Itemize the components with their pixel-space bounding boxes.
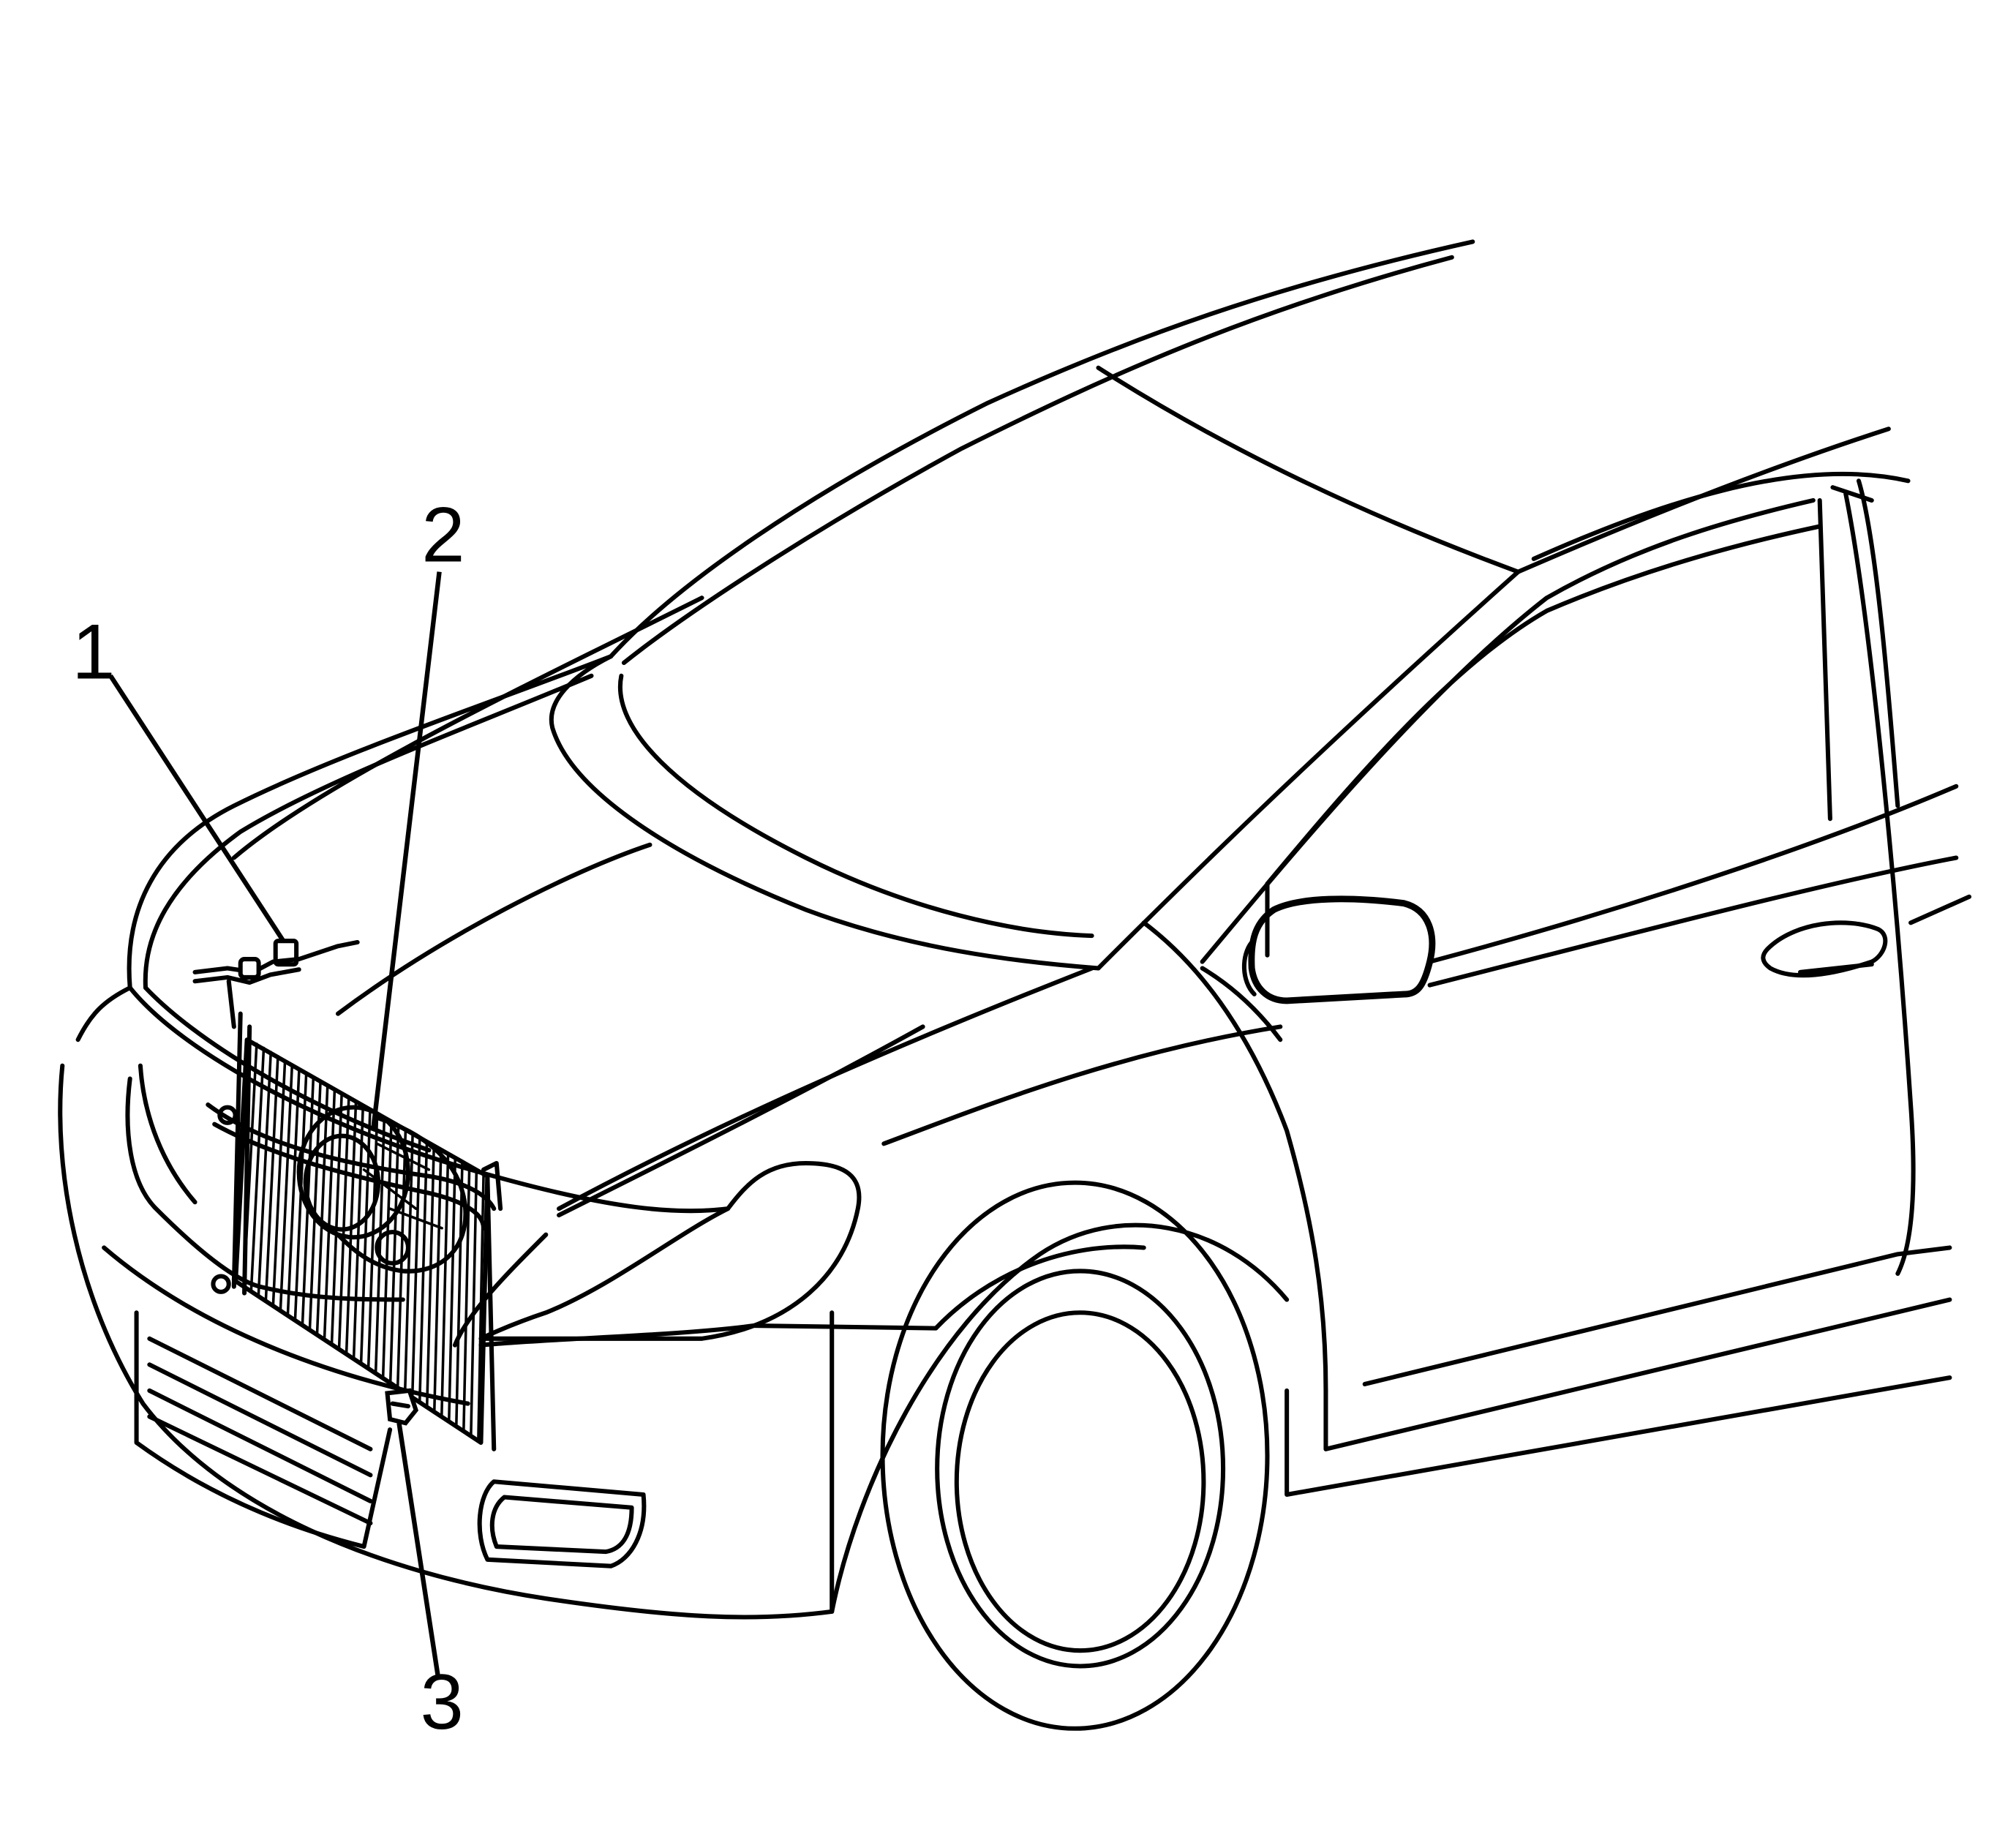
callout-2-leader xyxy=(370,571,442,1131)
callout-2-group: 2 xyxy=(370,490,465,1131)
crossmember xyxy=(206,1102,497,1231)
condenser-fin xyxy=(249,1046,266,1291)
callout-3-leader xyxy=(396,1422,440,1677)
callout-3-label: 3 xyxy=(421,1658,464,1746)
condenser-fin xyxy=(286,1067,301,1315)
condenser-fin xyxy=(257,1051,273,1296)
callout-2-label: 2 xyxy=(421,490,464,578)
condenser-fin xyxy=(279,1063,294,1311)
condenser-fin xyxy=(426,1146,435,1407)
car-body xyxy=(58,239,1972,1731)
condenser-fin xyxy=(264,1055,279,1301)
callout-1-leader xyxy=(108,675,286,942)
callout-1-group: 1 xyxy=(72,607,286,942)
callout-3-group: 3 xyxy=(396,1422,464,1746)
condenser-fin xyxy=(440,1154,450,1416)
condenser-fin xyxy=(271,1059,287,1306)
condenser-fin xyxy=(242,1042,258,1287)
condenser-fin xyxy=(366,1113,379,1368)
callout-1-label: 1 xyxy=(72,607,115,695)
condenser-fin xyxy=(410,1138,421,1397)
condenser-fin xyxy=(323,1088,336,1340)
condenser-fin xyxy=(235,1038,251,1282)
condenser-fin xyxy=(374,1116,386,1373)
condenser-fin xyxy=(462,1166,471,1431)
refrigerant-pressure-sensor xyxy=(192,939,360,1029)
condenser xyxy=(211,1011,503,1451)
ambient-temperature-sensor xyxy=(385,1388,418,1426)
condenser-fin xyxy=(352,1104,365,1359)
condenser-fin xyxy=(381,1121,393,1378)
condenser-fin xyxy=(315,1083,329,1334)
condenser-fin xyxy=(337,1096,350,1349)
condenser-fin xyxy=(403,1133,414,1392)
condenser-fin xyxy=(388,1125,400,1383)
compressor-assembly xyxy=(296,1105,468,1274)
condenser-fin xyxy=(455,1162,464,1426)
condenser-fin xyxy=(433,1150,443,1411)
